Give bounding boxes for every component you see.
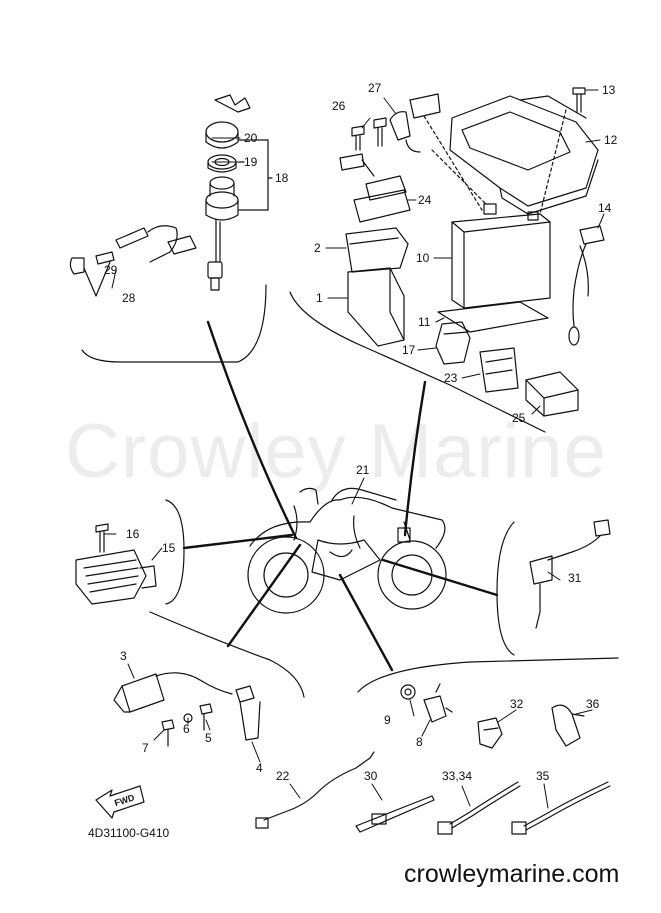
drawing-code: 4D31100-G410	[88, 826, 170, 840]
fwd-arrow-icon	[95, 785, 145, 819]
callout-32: 32	[510, 697, 524, 711]
callout-12: 12	[604, 133, 618, 147]
relay-23	[479, 347, 519, 393]
callout-numbers: 20 19 18 29 28 27 26 13 12 24 14 2 10 1 …	[104, 81, 618, 808]
callout-15: 15	[162, 541, 176, 555]
ignition-key-and-cap	[205, 94, 251, 149]
callout-28: 28	[122, 291, 136, 305]
callout-3: 3	[120, 649, 127, 663]
callout-18-bracket	[238, 139, 273, 211]
group-bracket-ignition	[81, 284, 267, 363]
cable-band-35	[511, 781, 611, 835]
connector-28-29	[69, 225, 197, 297]
ignition-nut	[207, 154, 237, 173]
callout-18: 18	[275, 171, 289, 185]
callout-27: 27	[368, 81, 382, 95]
callout-22: 22	[276, 769, 290, 783]
callout-13: 13	[602, 83, 616, 97]
fuse-box-25	[525, 371, 579, 417]
callout-4: 4	[256, 761, 263, 775]
leader-rectifier	[182, 533, 294, 550]
battery-pad-11	[437, 301, 549, 333]
callout-leaders	[103, 89, 605, 809]
ignition-coil-3	[113, 672, 233, 713]
cdi-unit-1	[347, 267, 405, 347]
callout-1: 1	[316, 291, 323, 305]
leader-coil	[226, 543, 302, 648]
bracket-36	[551, 704, 585, 747]
cable-band-33-34	[437, 781, 521, 835]
leader-sensor	[338, 573, 394, 672]
clamp-32	[477, 717, 503, 749]
group-bracket-sensors	[357, 657, 619, 693]
callout-7: 7	[142, 741, 149, 755]
callout-2: 2	[314, 241, 321, 255]
relay-17	[435, 321, 471, 365]
callout-35: 35	[536, 769, 550, 783]
callout-10: 10	[416, 251, 430, 265]
dashed-guide	[423, 109, 567, 215]
battery-cover-12	[449, 95, 599, 215]
callout-19: 19	[244, 155, 258, 169]
callout-36: 36	[586, 697, 600, 711]
callout-11: 11	[418, 315, 431, 329]
callout-8: 8	[416, 735, 423, 749]
bolt-26	[351, 117, 387, 151]
rectifier-regulator-15	[75, 549, 157, 605]
group-bracket-coil	[149, 611, 305, 698]
callout-26: 26	[332, 99, 346, 113]
callout-33-34: 33,34	[442, 769, 472, 783]
callout-29: 29	[104, 263, 118, 277]
callout-21: 21	[356, 463, 370, 477]
callout-16: 16	[126, 527, 140, 541]
group-bracket-battery	[289, 291, 546, 433]
wire-harness-22	[255, 751, 375, 829]
callout-23: 23	[444, 371, 458, 385]
fuse-holder-2	[345, 227, 409, 273]
leader-rear	[381, 558, 499, 597]
battery-lead-14	[568, 225, 605, 346]
bolt-16	[95, 523, 109, 553]
starter-relay-24	[339, 153, 411, 223]
atv-vehicle	[247, 487, 447, 614]
cable-band-30	[355, 795, 435, 833]
callout-24: 24	[418, 193, 432, 207]
callout-20: 20	[244, 131, 258, 145]
leader-battery	[403, 380, 427, 537]
callout-31: 31	[568, 571, 582, 585]
leader-ignition	[206, 320, 298, 540]
lead-27	[389, 93, 441, 153]
callout-25: 25	[512, 411, 526, 425]
callout-6: 6	[183, 722, 190, 736]
battery-10	[451, 203, 551, 309]
callout-17: 17	[402, 343, 416, 357]
callout-9: 9	[384, 713, 391, 727]
callout-14: 14	[598, 201, 612, 215]
watermark: Crowley Marine	[65, 409, 607, 494]
website-url: crowleymarine.com	[404, 860, 620, 888]
group-bracket-rear-harness	[496, 521, 515, 656]
wire-lead-31	[529, 519, 611, 629]
callout-5: 5	[205, 731, 212, 745]
group-bracket-rectifier	[165, 499, 185, 605]
washer-9	[400, 684, 416, 700]
spark-plug-cap-4	[235, 685, 261, 741]
callout-30: 30	[364, 769, 378, 783]
ignition-switch-body	[205, 176, 239, 291]
bolt-13	[572, 87, 586, 113]
switch-8	[423, 683, 453, 723]
